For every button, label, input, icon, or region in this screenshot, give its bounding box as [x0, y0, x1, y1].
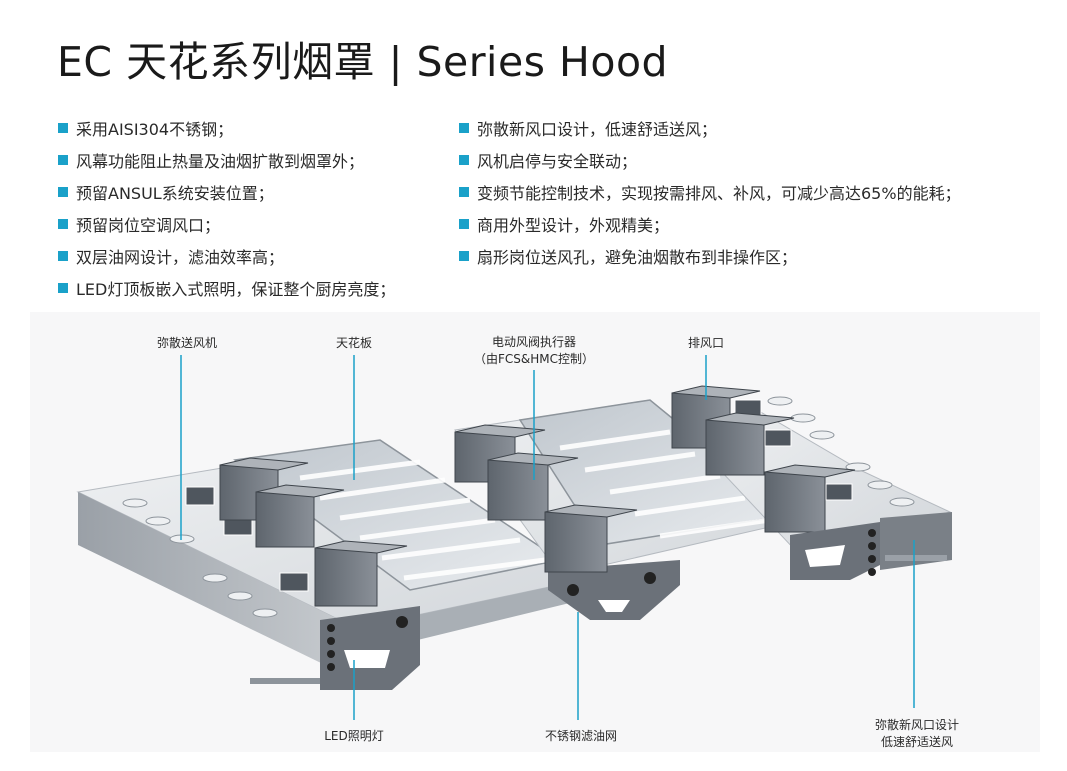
feature-text: 风幕功能阻止热量及油烟扩散到烟罩外； — [76, 152, 365, 171]
right-hood — [671, 385, 952, 580]
feature-item: 采用AISI304不锈钢； — [58, 112, 395, 144]
label-steel-filter: 不锈钢滤油网 — [545, 729, 617, 743]
label-led-light: LED照明灯 — [324, 729, 384, 743]
square-bullet-icon — [459, 123, 469, 133]
feature-text: 变频节能控制技术，实现按需排风、补风，可减少高达65%的能耗； — [477, 184, 961, 203]
feature-text: LED灯顶板嵌入式照明，保证整个厨房亮度； — [76, 280, 396, 299]
feature-text: 预留岗位空调风口； — [76, 216, 221, 235]
feature-item: 商用外型设计，外观精美； — [459, 208, 961, 240]
feature-list-right: 弥散新风口设计，低速舒适送风； 风机启停与安全联动； 变频节能控制技术，实现按需… — [459, 112, 961, 272]
square-bullet-icon — [459, 219, 469, 229]
callout-lines — [180, 355, 915, 720]
label-ceiling-panel: 天花板 — [336, 335, 372, 350]
square-bullet-icon — [58, 187, 68, 197]
feature-text: 预留ANSUL系统安装位置； — [76, 184, 274, 203]
label-fresh-air-note: 低速舒适送风 — [881, 734, 953, 749]
feature-item: 变频节能控制技术，实现按需排风、补风，可减少高达65%的能耗； — [459, 176, 961, 208]
feature-item: 风幕功能阻止热量及油烟扩散到烟罩外； — [58, 144, 395, 176]
feature-item: 风机启停与安全联动； — [459, 144, 961, 176]
square-bullet-icon — [58, 123, 68, 133]
feature-text: 风机启停与安全联动； — [477, 152, 638, 171]
feature-item: 双层油网设计，滤油效率高； — [58, 240, 395, 272]
feature-text: 扇形岗位送风孔，避免油烟散布到非操作区； — [477, 248, 798, 267]
square-bullet-icon — [58, 155, 68, 165]
feature-list-left: 采用AISI304不锈钢； 风幕功能阻止热量及油烟扩散到烟罩外； 预留ANSUL… — [58, 112, 395, 304]
feature-item: 扇形岗位送风孔，避免油烟散布到非操作区； — [459, 240, 961, 272]
label-diffuser-fan: 弥散送风机 — [157, 335, 217, 350]
page-title: EC 天花系列烟罩 | Series Hood — [57, 38, 669, 86]
feature-text: 双层油网设计，滤油效率高； — [76, 248, 285, 267]
left-hood — [76, 439, 584, 690]
hood-diagram: 弥散送风机 天花板 电动风阀执行器 （由FCS&HMC控制） 排风口 LED照明… — [30, 312, 1040, 752]
feature-item: 弥散新风口设计，低速舒适送风； — [459, 112, 961, 144]
feature-text: 弥散新风口设计，低速舒适送风； — [477, 120, 718, 139]
label-exhaust-outlet: 排风口 — [688, 336, 724, 350]
feature-text: 商用外型设计，外观精美； — [477, 216, 670, 235]
square-bullet-icon — [459, 251, 469, 261]
square-bullet-icon — [459, 155, 469, 165]
square-bullet-icon — [58, 251, 68, 261]
feature-text: 采用AISI304不锈钢； — [76, 120, 234, 139]
square-bullet-icon — [58, 219, 68, 229]
square-bullet-icon — [459, 187, 469, 197]
feature-item: 预留ANSUL系统安装位置； — [58, 176, 395, 208]
middle-hood — [454, 399, 802, 620]
feature-item: 预留岗位空调风口； — [58, 208, 395, 240]
label-damper-actuator-note: （由FCS&HMC控制） — [474, 352, 594, 366]
label-fresh-air: 弥散新风口设计 — [875, 717, 959, 732]
square-bullet-icon — [58, 283, 68, 293]
label-damper-actuator: 电动风阀执行器 — [492, 335, 576, 349]
feature-item: LED灯顶板嵌入式照明，保证整个厨房亮度； — [58, 272, 395, 304]
